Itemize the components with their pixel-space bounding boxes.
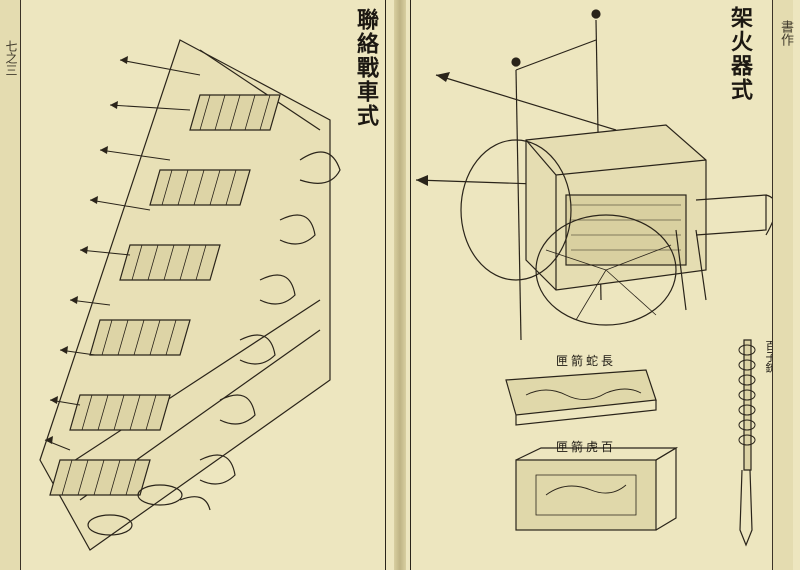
- left-margin-text: 七之三: [4, 40, 18, 76]
- right-margin-strip: 書作: [772, 0, 793, 570]
- left-page-border: [385, 0, 387, 570]
- linked-war-carts-illustration: [39, 39, 341, 551]
- right-page-border: [410, 0, 412, 570]
- left-page-title: 聯絡戰車式: [353, 8, 379, 128]
- right-margin-text: 書作: [778, 20, 793, 46]
- fire-weapon-cart-illustration: [415, 9, 777, 547]
- right-page-title: 架火器式: [727, 6, 753, 102]
- left-page: 七之三 聯絡戰車式: [0, 0, 394, 570]
- right-page: 架火器式: [406, 0, 800, 570]
- caption-hundred-tiger-box: 百虎箭匣: [556, 440, 617, 454]
- book-gutter: [394, 0, 406, 570]
- left-margin-strip: 七之三: [0, 0, 21, 570]
- caption-long-snake-box: 長蛇箭匣: [556, 354, 617, 368]
